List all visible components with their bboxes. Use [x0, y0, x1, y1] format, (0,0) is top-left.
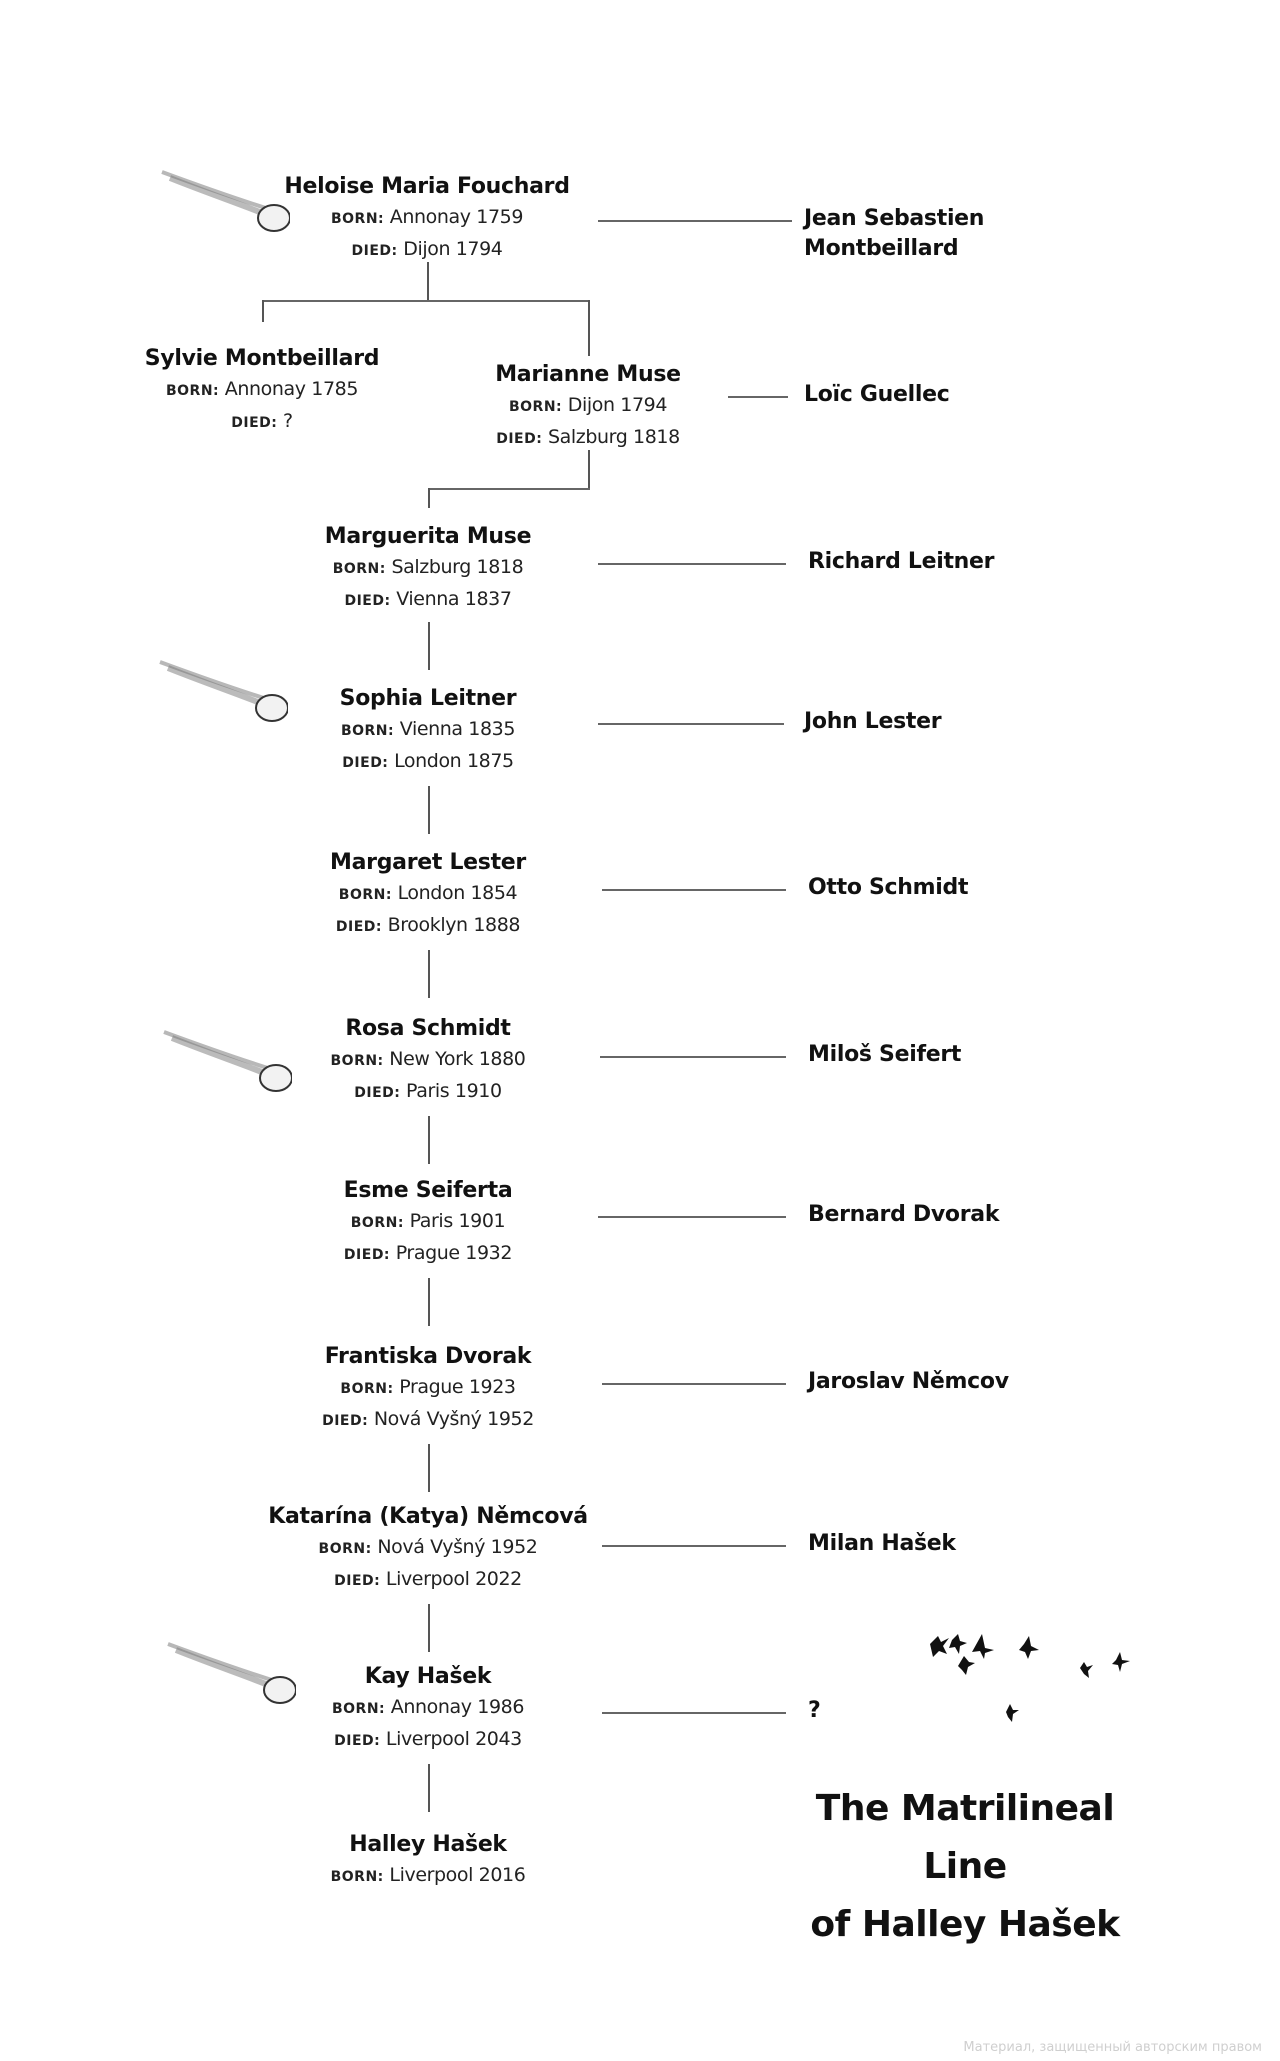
person-name: Rosa Schmidt [345, 1016, 511, 1041]
born-info: BORN: Prague 1923 [340, 1376, 516, 1398]
born-info: BORN: Dijon 1794 [508, 394, 668, 416]
person-node: Rosa Schmidt BORN: New York 1880 DIED: P… [330, 1014, 525, 1108]
comet-icon [159, 660, 288, 722]
died-info: DIED: Liverpool 2022 [334, 1568, 522, 1590]
connector-line [428, 1116, 430, 1164]
partner-line [598, 723, 784, 725]
connector-line [588, 450, 590, 490]
died-info: DIED: Prague 1932 [343, 1242, 513, 1264]
person-node: Sophia Leitner BORN: Vienna 1835 DIED: L… [340, 684, 517, 778]
died-info: DIED: Nová Vyšný 1952 [322, 1408, 534, 1430]
person-name: Katarína (Katya) Němcová [268, 1504, 588, 1529]
partner-line [602, 1545, 786, 1547]
person-name: Frantiska Dvorak [324, 1344, 532, 1369]
born-info: BORN: Salzburg 1818 [332, 556, 524, 578]
person-node: Marianne Muse BORN: Dijon 1794 DIED: Sal… [495, 360, 681, 454]
partner-line [602, 889, 786, 891]
partner-name: Richard Leitner [808, 549, 995, 574]
partner-name: John Lester [804, 709, 942, 734]
person-node: Kay Hašek BORN: Annonay 1986 DIED: Liver… [332, 1662, 524, 1756]
person-node: Halley Hašek BORN: Liverpool 2016 [331, 1830, 526, 1892]
connector-line [428, 1444, 430, 1492]
person-node: Esme Seiferta BORN: Paris 1901 DIED: Pra… [344, 1176, 513, 1270]
person-name: Sylvie Montbeillard [144, 346, 380, 371]
died-info: DIED: London 1875 [342, 750, 514, 772]
partner-name: Miloš Seifert [808, 1042, 962, 1067]
born-info: BORN: Vienna 1835 [340, 718, 516, 740]
watermark-text: Материал, защищенный авторским правом [963, 2040, 1262, 2055]
born-info: BORN: Liverpool 2016 [330, 1864, 526, 1886]
connector-line [428, 1604, 430, 1652]
person-name: Heloise Maria Fouchard [284, 174, 570, 199]
partner-line [598, 563, 786, 565]
person-name: Marianne Muse [495, 362, 681, 387]
person-name: Halley Hašek [349, 1832, 507, 1857]
partner-line [728, 396, 788, 398]
person-node: Katarína (Katya) Němcová BORN: Nová Vyšn… [268, 1502, 588, 1596]
connector-line [262, 300, 264, 322]
connector-line [588, 300, 590, 356]
died-info: DIED: ? [231, 410, 293, 432]
died-info: DIED: Dijon 1794 [351, 238, 503, 260]
person-node: Heloise Maria Fouchard BORN: Annonay 175… [284, 172, 570, 266]
connector-line [428, 488, 590, 490]
person-node: Frantiska Dvorak BORN: Prague 1923 DIED:… [322, 1342, 534, 1436]
connector-line [428, 786, 430, 834]
birds-icon [930, 1634, 1130, 1722]
born-info: BORN: Paris 1901 [350, 1210, 506, 1232]
died-info: DIED: Salzburg 1818 [496, 426, 680, 448]
born-info: BORN: Nová Vyšný 1952 [318, 1536, 538, 1558]
connector-line [427, 262, 429, 300]
partner-line [600, 1056, 786, 1058]
connector-line [428, 1278, 430, 1326]
connector-line [428, 1764, 430, 1812]
partner-line [602, 1383, 786, 1385]
partner-name: Jaroslav Němcov [808, 1369, 1009, 1394]
born-info: BORN: Annonay 1759 [330, 206, 524, 228]
person-name: Kay Hašek [364, 1664, 492, 1689]
died-info: DIED: Paris 1910 [354, 1080, 502, 1102]
comet-icon [167, 1642, 296, 1704]
partner-line [598, 220, 792, 222]
partner-line [598, 1216, 786, 1218]
partner-name: ? [808, 1698, 821, 1723]
comet-icon [163, 1030, 292, 1092]
died-info: DIED: Liverpool 2043 [334, 1728, 522, 1750]
partner-name: Otto Schmidt [808, 875, 969, 900]
person-node: Margaret Lester BORN: London 1854 DIED: … [330, 848, 526, 942]
partner-name: Bernard Dvorak [808, 1202, 1000, 1227]
connector-line [428, 622, 430, 670]
born-info: BORN: Annonay 1785 [165, 378, 359, 400]
connector-line [428, 950, 430, 998]
connector-line [262, 300, 590, 302]
partner-name: Milan Hašek [808, 1531, 956, 1556]
person-node: Marguerita Muse BORN: Salzburg 1818 DIED… [324, 522, 532, 616]
title-line: of Halley Hašek [810, 1904, 1120, 1945]
connector-line [428, 488, 430, 508]
comet-icon [161, 170, 290, 232]
born-info: BORN: London 1854 [338, 882, 518, 904]
person-name: Esme Seiferta [343, 1178, 513, 1203]
person-node: Sylvie Montbeillard BORN: Annonay 1785 D… [144, 344, 380, 438]
person-name: Marguerita Muse [324, 524, 532, 549]
person-name: Margaret Lester [330, 850, 526, 875]
title-line: The Matrilineal Line [815, 1788, 1115, 1887]
died-info: DIED: Brooklyn 1888 [335, 914, 521, 936]
born-info: BORN: Annonay 1986 [331, 1696, 525, 1718]
partner-line [602, 1712, 786, 1714]
partner-name: Jean Sebastien Montbeillard [804, 206, 985, 261]
partner-name: Loïc Guellec [804, 382, 950, 407]
born-info: BORN: New York 1880 [330, 1048, 526, 1070]
person-name: Sophia Leitner [339, 686, 517, 711]
chart-title: The Matrilineal Line of Halley Hašek [780, 1780, 1150, 1954]
died-info: DIED: Vienna 1837 [344, 588, 512, 610]
